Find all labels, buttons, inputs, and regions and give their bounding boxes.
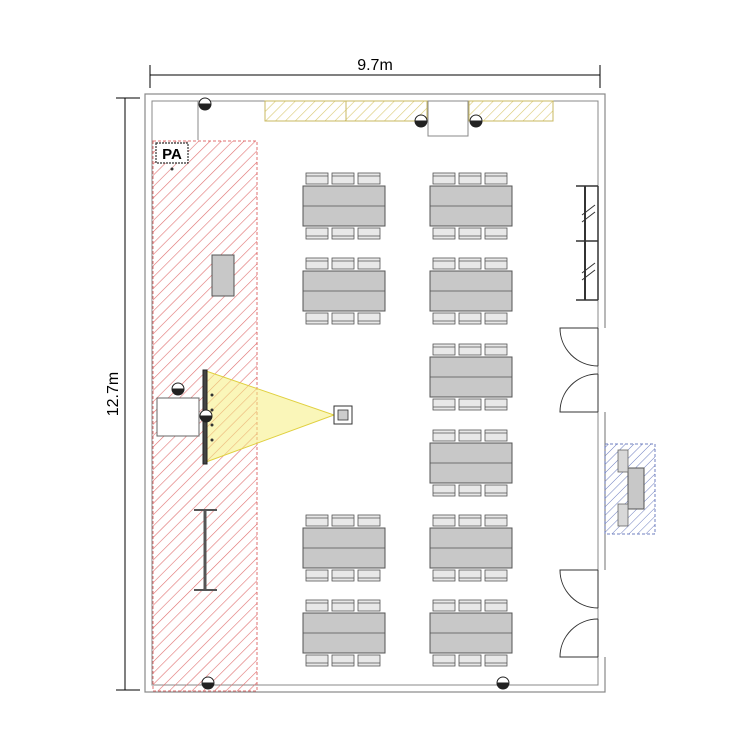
outlet-icon <box>201 676 215 690</box>
chair[interactable] <box>305 227 329 240</box>
table-group <box>429 172 513 240</box>
chair[interactable] <box>331 654 355 667</box>
chair[interactable] <box>458 172 482 185</box>
chair[interactable] <box>305 599 329 612</box>
chair[interactable] <box>458 257 482 270</box>
chair[interactable] <box>331 569 355 582</box>
chair[interactable] <box>484 398 508 411</box>
chair[interactable] <box>458 599 482 612</box>
chair[interactable] <box>305 257 329 270</box>
chair[interactable] <box>357 514 381 527</box>
chair[interactable] <box>357 569 381 582</box>
chair[interactable] <box>432 227 456 240</box>
table-groups <box>302 172 513 667</box>
outlet-icon <box>469 114 483 128</box>
chair[interactable] <box>484 569 508 582</box>
table-group <box>302 172 386 240</box>
entrance-box <box>427 100 469 137</box>
chair[interactable] <box>458 312 482 325</box>
reception-booth <box>604 443 656 535</box>
table-group <box>302 599 386 667</box>
wall-rack <box>576 185 599 301</box>
top-shelves <box>264 100 554 122</box>
chair[interactable] <box>432 484 456 497</box>
chair[interactable] <box>458 398 482 411</box>
door-icon[interactable] <box>559 327 607 413</box>
chair[interactable] <box>432 599 456 612</box>
table-group <box>302 514 386 582</box>
table-group <box>429 343 513 411</box>
chair[interactable] <box>458 484 482 497</box>
table-group <box>429 514 513 582</box>
outlet-icon <box>199 409 213 423</box>
table-group <box>302 257 386 325</box>
table-group <box>429 599 513 667</box>
chair[interactable] <box>305 569 329 582</box>
table-group <box>429 257 513 325</box>
width-dimension: 9.7m <box>149 57 601 88</box>
height-dimension: 12.7m <box>105 97 140 691</box>
outlet-icon <box>171 382 185 396</box>
width-label: 9.7m <box>357 57 393 74</box>
outlet-icon <box>198 97 212 111</box>
chair[interactable] <box>432 398 456 411</box>
chair[interactable] <box>484 343 508 356</box>
chair[interactable] <box>432 429 456 442</box>
chair[interactable] <box>458 569 482 582</box>
chair[interactable] <box>331 599 355 612</box>
mic-stand-icon <box>194 509 217 591</box>
chair[interactable] <box>357 654 381 667</box>
chair[interactable] <box>458 654 482 667</box>
table-group <box>429 429 513 497</box>
projection-beam <box>205 370 336 463</box>
chair[interactable] <box>458 343 482 356</box>
chair[interactable] <box>484 484 508 497</box>
chair[interactable] <box>484 172 508 185</box>
chair[interactable] <box>357 227 381 240</box>
chair[interactable] <box>484 514 508 527</box>
chair[interactable] <box>432 569 456 582</box>
chair[interactable] <box>484 429 508 442</box>
chair[interactable] <box>305 312 329 325</box>
chair[interactable] <box>484 312 508 325</box>
outlet-icon <box>414 114 428 128</box>
pa-system[interactable]: PA <box>155 142 189 171</box>
height-label: 12.7m <box>105 372 122 416</box>
chair[interactable] <box>458 429 482 442</box>
chair[interactable] <box>484 227 508 240</box>
chair[interactable] <box>357 599 381 612</box>
chair[interactable] <box>432 257 456 270</box>
pa-label: PA <box>162 146 182 163</box>
chair[interactable] <box>432 514 456 527</box>
chair[interactable] <box>432 654 456 667</box>
chair[interactable] <box>458 514 482 527</box>
chair[interactable] <box>357 172 381 185</box>
stage-table[interactable] <box>211 254 235 297</box>
chair[interactable] <box>305 654 329 667</box>
chair[interactable] <box>484 654 508 667</box>
lectern-box <box>156 397 200 437</box>
chair[interactable] <box>331 227 355 240</box>
chair[interactable] <box>432 343 456 356</box>
chair[interactable] <box>331 514 355 527</box>
chair[interactable] <box>305 172 329 185</box>
outlets <box>171 97 510 690</box>
chair[interactable] <box>305 514 329 527</box>
chair[interactable] <box>331 312 355 325</box>
chair[interactable] <box>484 257 508 270</box>
chair[interactable] <box>484 599 508 612</box>
door-icon[interactable] <box>559 569 607 658</box>
chair[interactable] <box>331 257 355 270</box>
chair[interactable] <box>357 312 381 325</box>
projector-icon[interactable] <box>333 405 353 425</box>
chair[interactable] <box>458 227 482 240</box>
chair[interactable] <box>357 257 381 270</box>
outlet-icon <box>496 676 510 690</box>
chair[interactable] <box>331 172 355 185</box>
chair[interactable] <box>432 312 456 325</box>
chair[interactable] <box>432 172 456 185</box>
